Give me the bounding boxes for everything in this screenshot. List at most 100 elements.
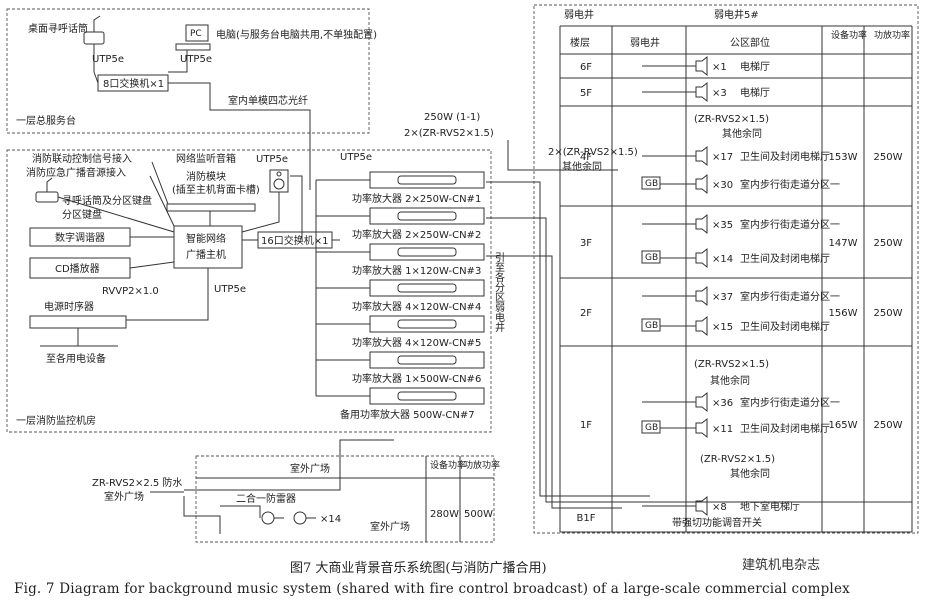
building-label: 弱电井 [564, 8, 594, 21]
paging-mic-icon [35, 177, 59, 203]
front-desk-region [6, 8, 370, 134]
host-box [173, 225, 243, 269]
floor-cell: 4F [580, 152, 592, 163]
cable-main: 250W (1-1) [424, 112, 480, 123]
cable-others-1f-b: 其他余同 [730, 467, 770, 480]
amplifier-panel [397, 355, 457, 365]
desk-mic-label: 桌面寻呼话筒 [28, 22, 88, 35]
floor-cell: 3F [580, 238, 592, 249]
amplifier-label: 功率放大器 4×120W-CN#4 [352, 300, 481, 313]
speaker-qty: ×15 [712, 322, 733, 333]
outdoor-amp: 500W [464, 509, 493, 520]
gb-box [641, 250, 661, 264]
fire-link-label: 消防联动控制信号接入 [32, 152, 132, 165]
caption-cn: 图7 大商业背景音乐系统图(与消防广播合用) [290, 561, 547, 576]
col-public: 公区部位 [730, 36, 770, 49]
speaker-qty: ×14 [712, 254, 733, 265]
paging-label-2: 分区键盘 [62, 208, 102, 221]
floor-cell: B1F [577, 513, 596, 524]
arrester-label: 二合一防雷器 [236, 492, 296, 505]
gb-label: GB [645, 423, 658, 433]
outdoor-equip: 280W [430, 509, 459, 520]
outdoor-area: 室外广场 [370, 520, 410, 533]
fire-broadcast-label: 消防应急广播音源接入 [26, 166, 126, 179]
speaker-qty: ×17 [712, 152, 733, 163]
col-equip: 设备功率 [831, 29, 867, 41]
paging-label: 寻呼话筒及分区键盘 [62, 194, 152, 207]
speaker-area: 室内步行街走道分区一 [740, 396, 840, 409]
shaft-region [533, 4, 919, 534]
fire-module-note: (插至主机背面卡槽) [172, 183, 260, 196]
speaker-icon [695, 285, 708, 307]
front-desk-label: 一层总服务台 [16, 114, 76, 127]
monitor-label: 网络监听音箱 [176, 152, 236, 165]
utp-label-2: UTP5e [180, 54, 212, 65]
power-seq-box [29, 315, 127, 329]
cable-others-4f: 其他余同 [722, 127, 762, 140]
speaker-icon [695, 315, 708, 337]
svg-text:PC: PC [190, 29, 202, 39]
control-room-label: 一层消防监控机房 [16, 414, 96, 427]
amplifier-box [369, 315, 485, 333]
speaker-area: 地下室电梯厅 [740, 500, 800, 513]
cable-others-1f: 其他余同 [710, 374, 750, 387]
equip-power-cell: 156W [829, 308, 858, 319]
speaker-icon [695, 145, 708, 167]
speaker-icon [695, 173, 708, 195]
floor-cell: 5F [580, 88, 592, 99]
utp-label-1: UTP5e [92, 54, 124, 65]
switch-note: 带强切功能调音开关 [672, 516, 762, 529]
amp-power-cell: 250W [874, 420, 903, 431]
speaker-icon [695, 391, 708, 413]
speaker-icon [695, 81, 708, 103]
utp-label-3: UTP5e [256, 154, 288, 165]
speaker-area: 卫生间及封闭电梯厅 [740, 422, 830, 435]
col-floor: 楼层 [570, 36, 590, 49]
power-seq-label: 电源时序器 [44, 300, 94, 313]
cable-4f: 2×(ZR-RVS2×1.5) [548, 147, 638, 158]
amplifier-box [369, 243, 485, 261]
equip-power-cell: 165W [829, 420, 858, 431]
col-amp: 功放功率 [874, 29, 910, 41]
fire-module-card [166, 203, 256, 212]
speaker-area: 室内步行街走道分区一 [740, 290, 840, 303]
utp-label-4: UTP5e [214, 284, 246, 295]
speaker-qty: ×1 [712, 62, 727, 73]
amp-power-cell: 250W [874, 308, 903, 319]
outdoor-region [195, 455, 495, 543]
amplifier-label: 功率放大器 2×250W-CN#1 [352, 192, 481, 205]
amp-power-cell: 250W [874, 238, 903, 249]
floor-cell: 2F [580, 308, 592, 319]
amplifier-box [369, 279, 485, 297]
speaker-area: 卫生间及封闭电梯厅 [740, 320, 830, 333]
control-room-region [6, 149, 492, 433]
outdoor-qty: ×14 [320, 514, 341, 525]
outdoor-amp-head: 功放功率 [464, 459, 500, 471]
cable-zr-1f: (ZR-RVS2×1.5) [694, 359, 769, 370]
amplifier-label: 功率放大器 1×500W-CN#6 [352, 372, 481, 385]
switch8-label: 8口交换机×1 [103, 77, 164, 90]
equip-power-cell: 147W [829, 238, 858, 249]
pc-icon: PC [175, 24, 211, 51]
outdoor-cable-area: 室外广场 [104, 490, 144, 503]
gb-box [641, 420, 661, 434]
amp-power-cell: 250W [874, 152, 903, 163]
amplifier-label: 功率放大器 4×120W-CN#5 [352, 336, 481, 349]
fiber-label: 室内单模四芯光纤 [228, 94, 308, 107]
speaker-area: 电梯厅 [740, 60, 770, 73]
watermark: 建筑机电杂志 [742, 558, 821, 573]
speaker-qty: ×37 [712, 292, 733, 303]
amplifier-box [369, 387, 485, 405]
amplifier-panel [397, 247, 457, 257]
fire-module-label: 消防模块 [186, 170, 226, 183]
rvvp-label: RVVP2×1.0 [102, 286, 159, 297]
outdoor-equip-head: 设备功率 [430, 459, 466, 471]
speaker-area: 卫生间及封闭电梯厅 [740, 252, 830, 265]
speaker-icon [695, 417, 708, 439]
speaker-box-icon [269, 169, 289, 193]
speaker-qty: ×35 [712, 220, 733, 231]
speaker-qty: ×11 [712, 424, 733, 435]
